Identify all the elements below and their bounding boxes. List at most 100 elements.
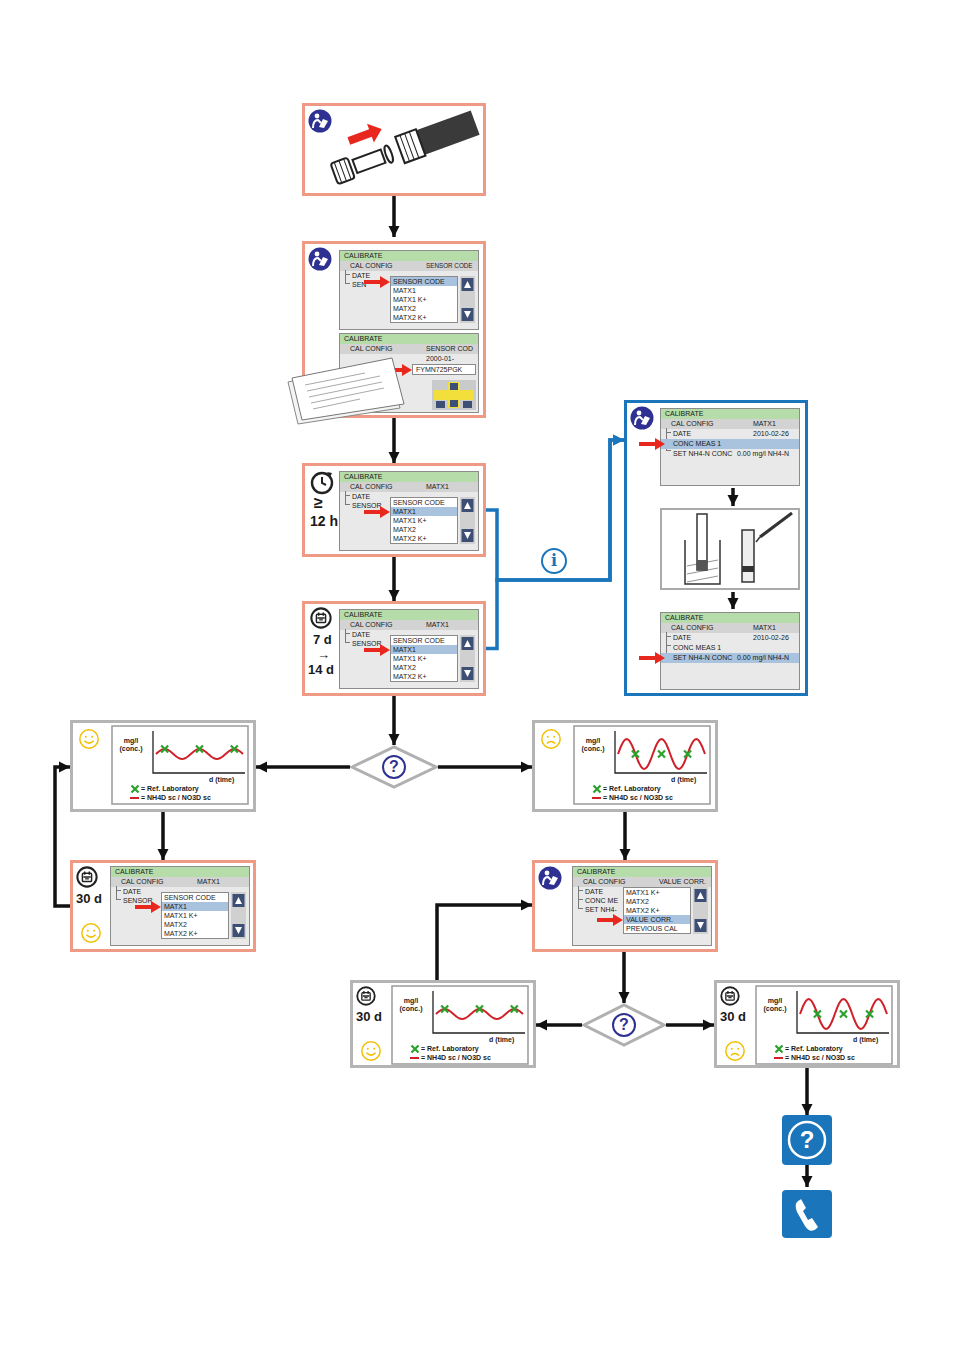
screen-text: DATE [352,272,370,280]
flow-arrow [392,196,396,237]
lab-marker [412,1046,419,1053]
lab-marker [231,746,238,753]
screen-panel: CALIBRATECAL CONFIGMATX1DATE2010-02-26CO… [660,408,800,486]
flow-arrow [486,440,624,649]
legend-line [410,1057,419,1059]
step-box [304,105,485,195]
tree-line [345,642,350,643]
menu-item: MATX2 K+ [393,535,427,543]
scroll-bar [460,497,475,544]
tree-line [345,629,346,643]
phone-box [782,1190,832,1238]
legend-line [774,1057,783,1059]
screen-text: DATE [673,634,691,642]
screen-panel: CALIBRATECAL CONFIGMATX1DATE2010-02-26CO… [660,612,800,690]
screen-text: SENSOR CODE [426,262,473,270]
axis-label: d (time) [489,1036,514,1044]
tree-line [345,270,346,284]
screen-text: CONC MEAS 1 [673,644,721,652]
menu-item: MATX1 [393,508,416,516]
screen-text: CALIBRATE [344,335,382,343]
screen-text: CAL CONFIG [350,621,393,629]
interval-text: 14 d [308,662,334,678]
chart-panel [392,986,528,1064]
flow-arrow [805,1165,809,1187]
scroll-button [464,311,471,318]
screen-text: CAL CONFIG [583,878,626,886]
screen-text: DATE [673,430,691,438]
screen-text: CALIBRATE [115,868,153,876]
axis-label: mg/l (conc.) [115,737,147,753]
pointer-arrow [386,364,412,376]
pointer-arrow [597,914,623,926]
screen-text: MATX1 [753,420,776,428]
screen-text: CAL CONFIG [350,345,393,353]
screen-text: SENSOR [123,897,153,905]
flow-arrow [805,1068,809,1115]
lab-marker [476,1006,483,1013]
scroll-button [462,308,474,321]
screen-text: VALUE CORR. [659,878,706,886]
menu-item: MATX2 [164,921,187,929]
lab-marker [132,786,139,793]
legend-line [130,797,139,799]
pointer-arrow [364,276,390,288]
bad-face [542,730,560,748]
legend-text: = NH4D sc / NO3D sc [141,794,211,802]
scroll-button [462,499,474,512]
screen-text: DATE [585,888,603,896]
keypad-key [436,401,445,408]
scroll-button [462,529,474,542]
scroll-button [695,919,707,932]
screen-text: MATX1 [426,621,449,629]
scroll-button [462,278,474,291]
menu-item: MATX1 [393,646,416,654]
interval-text: 12 h [310,513,338,530]
menu-item: MATX1 K+ [393,517,427,525]
bad-face [726,1042,744,1060]
lab-marker [196,746,203,753]
scroll-button [462,667,474,680]
sensor-curve [618,739,705,769]
pointer-arrow [386,364,412,376]
menu-item: MATX2 [626,898,649,906]
result-chart: 30 dmg/l (conc.)d (time)= Ref. Laborator… [350,980,536,1068]
flow-arrow [437,905,532,980]
axis-label: d (time) [853,1036,878,1044]
screen-text: SET NH4- [585,906,617,914]
menu-item: SENSOR CODE [393,637,445,645]
scroll-bar [231,892,246,939]
question-mark: ? [582,1014,666,1036]
menu-item: VALUE CORR. [626,916,673,924]
scroll-button [233,924,245,937]
legend-text: = Ref. Laboratory [603,785,661,793]
lab-marker [866,1011,873,1018]
interval-text: 30 d [76,891,102,907]
lab-marker [511,1006,518,1013]
legend-text: = Ref. Laboratory [785,1045,843,1053]
decision-diamond: ? [582,1003,666,1047]
screen-panel: CALIBRATECAL CONFIGSENSOR COD2000-01-FYM… [339,333,479,413]
menu-item: SENSOR CODE [393,499,445,507]
sensor-drawing [322,89,480,187]
lab-marker [658,751,665,758]
scroll-button [464,532,471,539]
pointer-arrow [639,652,665,664]
manual-icon [631,407,654,430]
screen-text: SET NH4-N CONC [673,450,732,458]
lab-marker [632,751,639,758]
manual-icon [309,248,332,271]
screen-text: 0.00 mg/l NH4-N [737,450,789,458]
interval-text: ≥ [314,493,323,512]
flow-arrow [731,488,735,506]
tree-line [345,633,350,634]
screen-text: MATX1 [753,624,776,632]
screen-text: SENSOR COD [426,345,473,353]
help-box: ? [782,1115,832,1165]
screen-text: CAL CONFIG [671,624,714,632]
menu-item: MATX1 K+ [626,889,660,897]
menu-item: PREVIOUS CAL [626,925,678,933]
flow-arrow [438,765,532,769]
screen-text: 2010-02-26 [753,634,789,642]
screen-text: MATX1 [197,878,220,886]
